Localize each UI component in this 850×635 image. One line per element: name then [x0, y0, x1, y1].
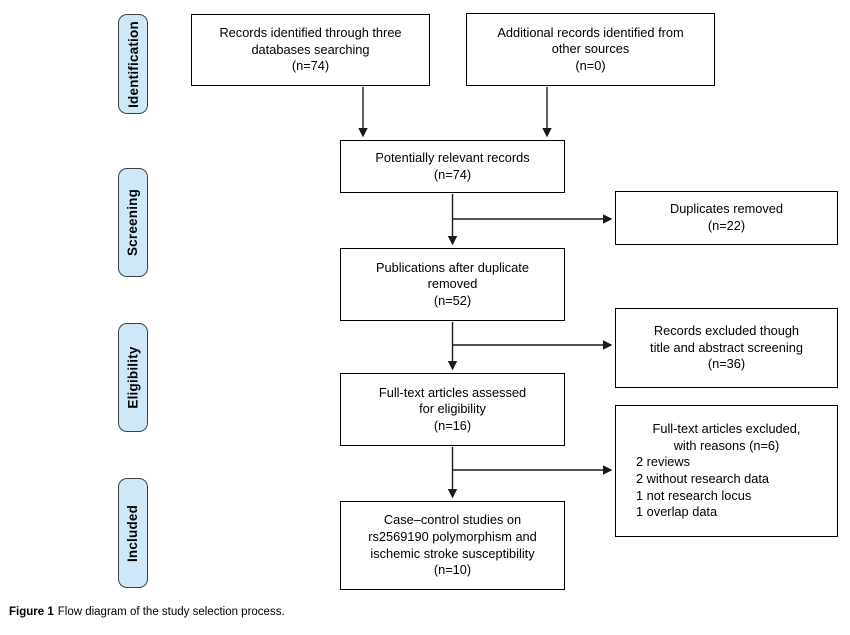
- box-duplicates-removed: Duplicates removed (n=22): [615, 191, 838, 245]
- box-text-line: ischemic stroke susceptibility: [370, 545, 535, 561]
- box-included-studies: Case–control studies on rs2569190 polymo…: [340, 501, 565, 590]
- box-fulltext-excluded-reasons: Full-text articles excluded, with reason…: [615, 405, 838, 537]
- box-additional-records: Additional records identified from other…: [466, 13, 715, 86]
- stage-identification-label: Identification: [125, 20, 141, 108]
- box-text-line: other sources: [551, 41, 630, 57]
- box-text-line: Full-text articles excluded,: [652, 421, 801, 437]
- box-text-line: (n=16): [433, 417, 472, 433]
- box-potentially-relevant: Potentially relevant records (n=74): [340, 140, 565, 193]
- reasons-list: 2 reviews 2 without research data 1 not …: [616, 454, 769, 521]
- box-text-line: Duplicates removed: [669, 201, 784, 217]
- stage-included: Included: [118, 478, 148, 588]
- box-text-line: (n=10): [433, 562, 472, 578]
- box-records-excluded-screening: Records excluded though title and abstra…: [615, 308, 838, 388]
- stage-eligibility-label: Eligibility: [125, 346, 141, 409]
- figure-caption-label: Figure 1: [9, 606, 54, 618]
- box-text-line: with reasons (n=6): [673, 437, 780, 453]
- stage-identification: Identification: [118, 14, 148, 114]
- reasons-heading: Full-text articles excluded, with reason…: [653, 421, 801, 454]
- box-text-line: (n=74): [433, 166, 472, 182]
- box-text-line: (n=22): [707, 218, 746, 233]
- box-text-line: Publications after duplicate: [376, 259, 529, 275]
- reason-item: 1 overlap data: [636, 504, 718, 520]
- box-text-line: (n=52): [433, 292, 472, 308]
- box-text-line: title and abstract screening: [650, 339, 803, 355]
- stage-screening-label: Screening: [125, 188, 141, 257]
- box-text-line: Potentially relevant records: [375, 149, 530, 165]
- box-text-line: Records excluded though: [653, 323, 800, 339]
- stage-eligibility: Eligibility: [118, 323, 148, 432]
- figure-caption-text: Flow diagram of the study selection proc…: [57, 606, 285, 618]
- box-text-line: for eligibility: [419, 401, 486, 417]
- box-publications-after-duplicate: Publications after duplicate removed (n=…: [340, 248, 565, 321]
- box-text-line: Additional records identified from: [497, 24, 684, 40]
- stage-included-label: Included: [125, 504, 141, 562]
- box-text-line: databases searching: [251, 41, 370, 57]
- box-records-identified: Records identified through three databas…: [191, 14, 430, 86]
- reason-item: 2 reviews: [636, 454, 691, 470]
- box-fulltext-assessed: Full-text articles assessed for eligibil…: [340, 373, 565, 446]
- box-text-line: (n=74): [291, 58, 330, 74]
- box-text-line: (n=36): [707, 356, 746, 372]
- stage-screening: Screening: [118, 168, 148, 277]
- box-text-line: rs2569190 polymorphism and: [368, 528, 537, 544]
- box-text-line: (n=0): [575, 57, 606, 73]
- reason-item: 2 without research data: [636, 471, 770, 486]
- box-text-line: Full-text articles assessed: [378, 384, 527, 400]
- reason-item: 1 not research locus: [636, 487, 752, 503]
- box-text-line: Records identified through three: [219, 25, 402, 41]
- box-text-line: removed: [427, 276, 478, 292]
- box-text-line: Case–control studies on: [383, 512, 522, 528]
